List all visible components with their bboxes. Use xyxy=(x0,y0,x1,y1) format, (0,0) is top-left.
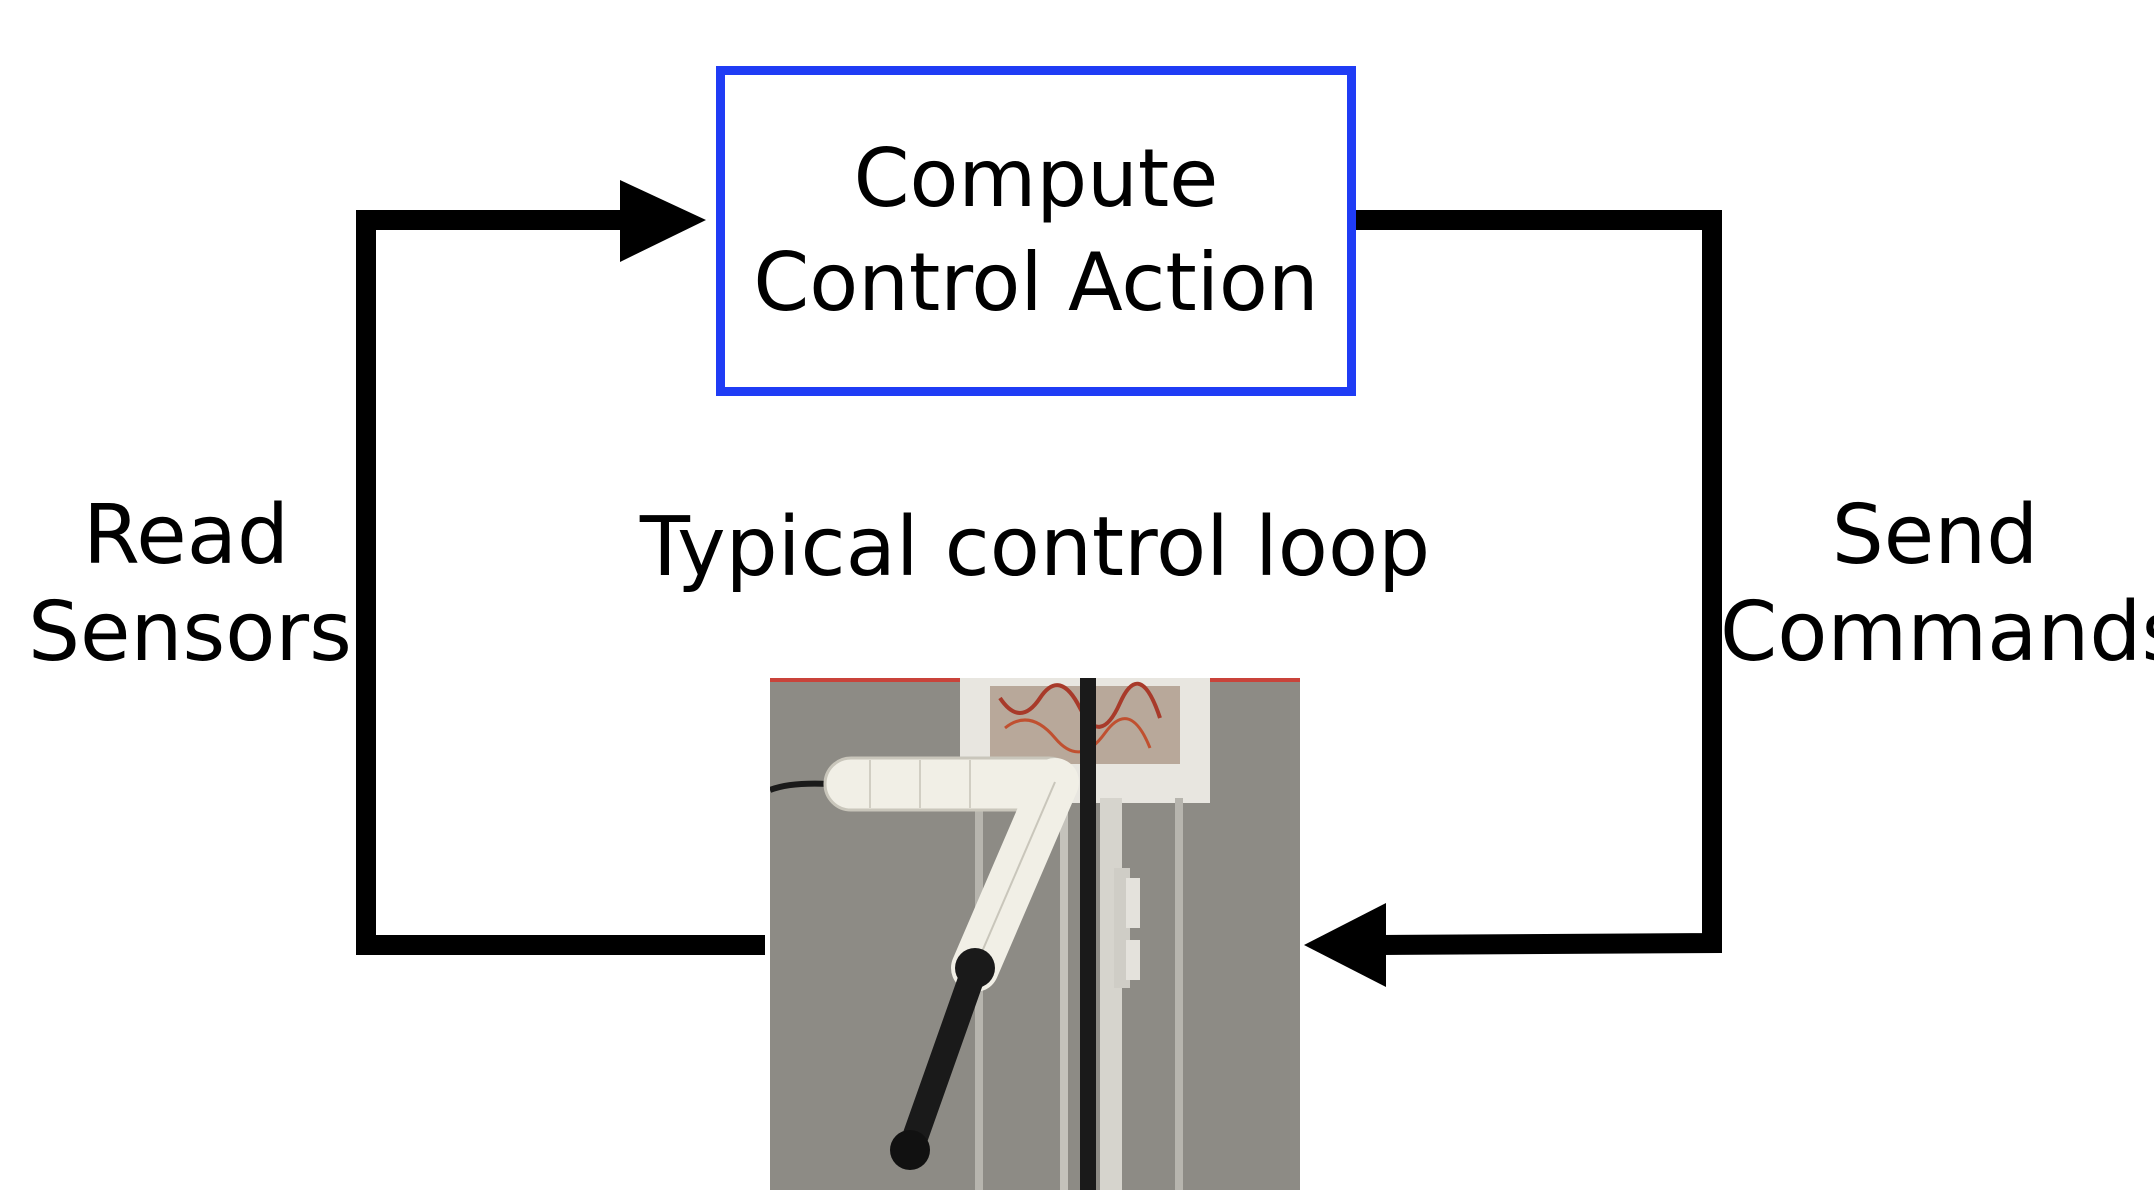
arrowhead-into-box-icon xyxy=(620,180,706,262)
send-commands-line-2: Commands xyxy=(1720,584,2154,680)
compute-control-action-box: Compute Control Action xyxy=(716,66,1356,396)
left-loop-line xyxy=(356,210,765,955)
typical-control-loop-label: Typical control loop xyxy=(639,500,1431,595)
send-commands-line-1: Send xyxy=(1831,488,2039,583)
arrowhead-into-photo-icon xyxy=(1304,903,1386,987)
robot-leg-photo xyxy=(770,678,1300,1190)
process-box-label: Compute Control Action xyxy=(753,127,1318,335)
send-commands-label: Send Commands xyxy=(1720,488,2154,682)
process-box-line-2: Control Action xyxy=(753,236,1319,329)
read-sensors-line-1: Read xyxy=(82,488,290,583)
process-box-line-1: Compute xyxy=(853,132,1219,225)
read-sensors-line-2: Sensors xyxy=(28,584,352,680)
read-sensors-label: Read Sensors xyxy=(28,488,352,682)
right-loop-line xyxy=(1356,210,1722,955)
